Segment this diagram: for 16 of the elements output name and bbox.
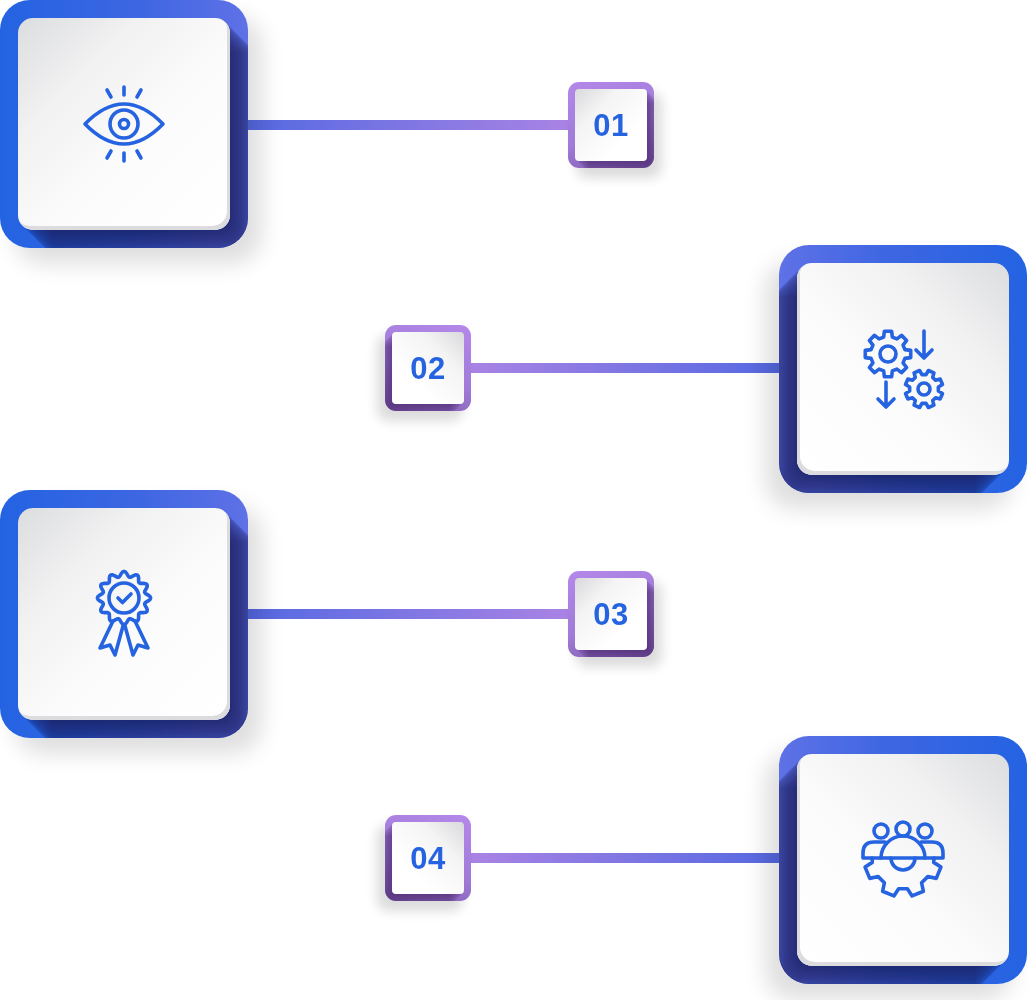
- step-number: 01: [593, 109, 629, 141]
- step-number: 02: [410, 352, 446, 384]
- icon-card: [779, 245, 1027, 493]
- connector-line: [248, 609, 568, 619]
- number-tile: [568, 82, 654, 168]
- connector-line: [248, 120, 568, 130]
- icon-card: [0, 490, 248, 738]
- icon-card: [0, 0, 248, 248]
- connector-line: [471, 853, 779, 863]
- icon-card: [779, 736, 1027, 984]
- number-tile: [568, 571, 654, 657]
- connector-line: [471, 363, 779, 373]
- step-number: 03: [593, 598, 629, 630]
- number-tile: [385, 815, 471, 901]
- number-tile: [385, 325, 471, 411]
- step-number: 04: [410, 842, 446, 874]
